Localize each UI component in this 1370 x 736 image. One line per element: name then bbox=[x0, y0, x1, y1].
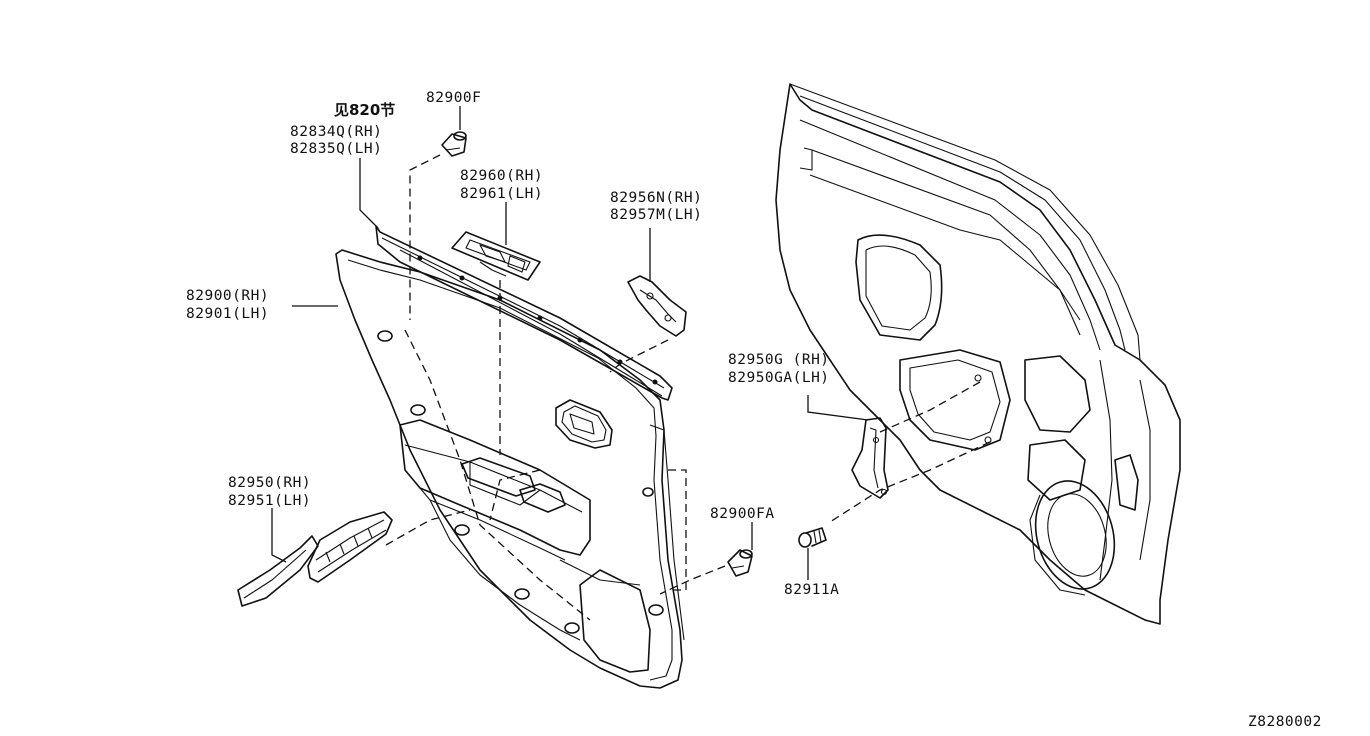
label-82834q: 82834Q(RH) bbox=[290, 124, 382, 140]
label-82900: 82900(RH) bbox=[186, 288, 269, 304]
leader-lines bbox=[271, 106, 869, 580]
label-82961: 82961(LH) bbox=[460, 186, 543, 202]
label-82951: 82951(LH) bbox=[228, 493, 311, 509]
clip-82900f bbox=[441, 131, 467, 157]
label-82956n: 82956N(RH) bbox=[610, 190, 702, 206]
power-window-switch-finisher bbox=[451, 231, 541, 281]
label-82901: 82901(LH) bbox=[186, 306, 269, 322]
clip-82900fa bbox=[727, 549, 753, 577]
reference-note-label: 见820节 bbox=[334, 101, 395, 119]
door-inner-panel bbox=[775, 83, 1181, 625]
label-82950ga: 82950GA(LH) bbox=[728, 370, 830, 386]
label-82950g: 82950G (RH) bbox=[728, 352, 830, 368]
label-82911a: 82911A bbox=[784, 582, 839, 598]
label-82900f: 82900F bbox=[426, 90, 481, 106]
belt-moulding-strip bbox=[375, 225, 673, 401]
label-82960: 82960(RH) bbox=[460, 168, 543, 184]
label-82950: 82950(RH) bbox=[228, 475, 311, 491]
label-82957m: 82957M(LH) bbox=[610, 207, 702, 223]
bracket-82950g bbox=[851, 417, 889, 499]
label-82900fa: 82900FA bbox=[710, 506, 775, 522]
pull-handle-finisher-82950 bbox=[237, 535, 319, 607]
screw-82911a bbox=[798, 527, 827, 548]
label-82835q: 82835Q(LH) bbox=[290, 141, 382, 157]
mounting-bracket-82956n bbox=[627, 275, 687, 337]
diagram-code: Z8280002 bbox=[1248, 714, 1322, 730]
assembly-dashed-lines bbox=[385, 154, 991, 621]
door-trim-board bbox=[335, 249, 685, 689]
pull-handle-body-82951 bbox=[307, 511, 393, 583]
